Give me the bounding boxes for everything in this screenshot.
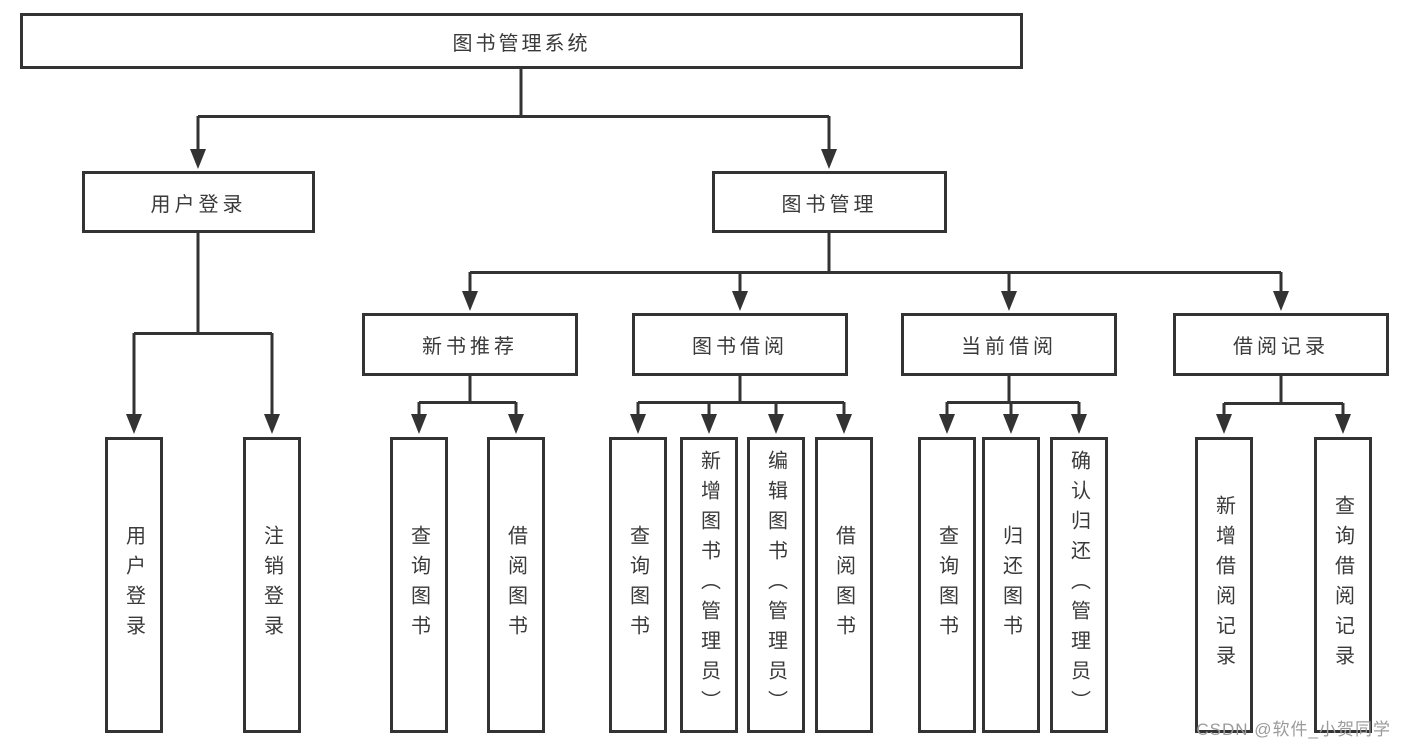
node-book-borrowing: 图书借阅 xyxy=(632,313,848,376)
node-library-management-system: 图书管理系统 xyxy=(20,13,1023,69)
connector-current-borrowing xyxy=(939,376,1087,434)
connector-book-management xyxy=(462,233,1289,311)
connector-new-book-recommendation xyxy=(411,376,524,434)
connector-root xyxy=(190,69,837,169)
node-borrowing-records: 借阅记录 xyxy=(1173,313,1389,376)
leaf-add-books-admin: 新增图书（管理员） xyxy=(680,437,738,733)
node-user-login: 用户登录 xyxy=(82,171,315,233)
leaf-logout-login: 注销登录 xyxy=(243,437,301,733)
leaf-borrow-books-recommend: 借阅图书 xyxy=(487,437,545,733)
leaf-query-books-current: 查询图书 xyxy=(918,437,976,733)
connector-book-borrowing xyxy=(630,376,852,434)
connector-borrowing-records xyxy=(1216,376,1351,434)
node-book-management: 图书管理 xyxy=(712,171,947,233)
node-new-book-recommendation: 新书推荐 xyxy=(362,313,578,376)
leaf-return-books: 归还图书 xyxy=(982,437,1040,733)
leaf-borrow-books-borrowing: 借阅图书 xyxy=(815,437,873,733)
csdn-watermark: CSDN @软件_小贺同学 xyxy=(1196,720,1391,739)
connector-user-login xyxy=(126,233,280,434)
leaf-edit-books-admin: 编辑图书（管理员） xyxy=(747,437,805,733)
leaf-user-login: 用户登录 xyxy=(105,437,163,733)
leaf-query-books-recommend: 查询图书 xyxy=(390,437,448,733)
leaf-add-borrow-record: 新增借阅记录 xyxy=(1195,437,1253,733)
leaf-confirm-return-admin: 确认归还（管理员） xyxy=(1050,437,1108,733)
leaf-query-books-borrowing: 查询图书 xyxy=(609,437,667,733)
node-current-borrowing: 当前借阅 xyxy=(901,313,1117,376)
leaf-query-borrow-record: 查询借阅记录 xyxy=(1314,437,1372,733)
